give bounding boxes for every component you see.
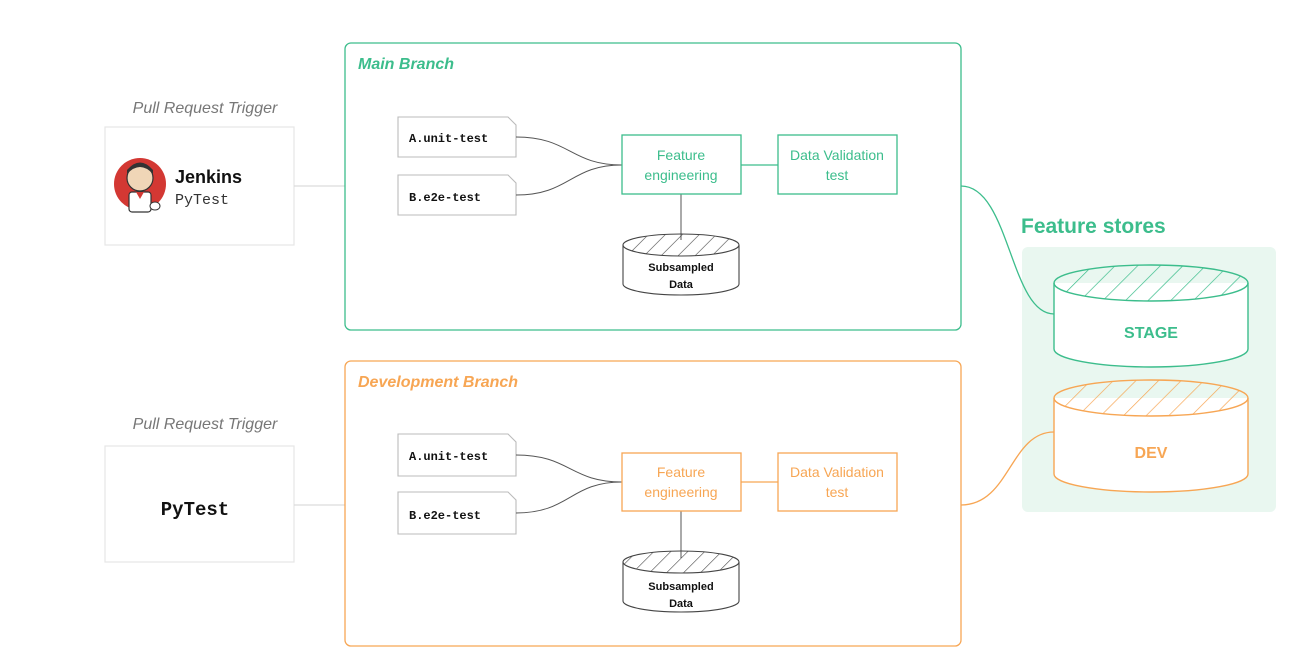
trigger-caption: Pull Request Trigger [133,100,278,117]
data-validation-label: test [826,167,849,183]
test-file-card [397,491,517,535]
data-validation-label: Data Validation [790,464,884,480]
branch-title: Development Branch [358,374,518,391]
subsampled-data-cylinder: Subsampled Data [622,233,740,296]
data-store-label: Subsampled [648,262,713,274]
data-validation-box [777,452,898,512]
jenkins-butler-icon [114,158,166,213]
branch-frame [344,360,962,647]
feature-engineering-label: Feature [657,464,705,480]
trigger-card [104,445,295,563]
store-label: STAGE [1124,325,1178,342]
trigger-caption: Pull Request Trigger [133,416,278,433]
trigger-tool-name: Jenkins [175,167,242,187]
branch-title: Main Branch [358,56,454,73]
dev-to-dev-store-connector [960,431,1055,506]
feature-engineering-label: engineering [644,167,717,183]
store-label: DEV [1135,445,1168,462]
test-file-label: A.unit-test [409,132,488,146]
data-store-label: Data [669,598,694,610]
feature-stores-title: Feature stores [1021,215,1166,238]
test-file-label: B.e2e-test [409,509,481,523]
data-store-label: Data [669,279,694,291]
subsampled-data-cylinder: Subsampled Data [622,550,740,613]
trigger-pytest: Pull Request Trigger PyTest [104,416,295,563]
trigger-jenkins: Pull Request Trigger Jenkins PyTest [104,100,295,246]
feature-engineering-box [621,134,742,195]
main-branch: Main Branch A.unit-test B.e2e-test Featu… [344,42,962,331]
stage-store-cylinder: STAGE [1053,264,1249,368]
dev-store-cylinder: DEV [1053,379,1249,493]
test-file-card [397,433,517,477]
data-validation-label: Data Validation [790,147,884,163]
data-validation-box [777,134,898,195]
data-validation-label: test [826,484,849,500]
feature-engineering-label: Feature [657,147,705,163]
main-to-stage-connector [960,185,1055,315]
trigger-tool-name: PyTest [161,499,229,521]
feature-engineering-box [621,452,742,512]
data-store-label: Subsampled [648,581,713,593]
feature-stores: Feature stores STAGE DEV [960,185,1276,512]
development-branch: Development Branch A.unit-test B.e2e-tes… [344,360,962,647]
test-file-card [397,174,517,216]
trigger-tool-subtitle: PyTest [175,192,229,209]
feature-engineering-label: engineering [644,484,717,500]
test-file-label: A.unit-test [409,450,488,464]
test-file-label: B.e2e-test [409,191,481,205]
test-file-card [397,116,517,158]
